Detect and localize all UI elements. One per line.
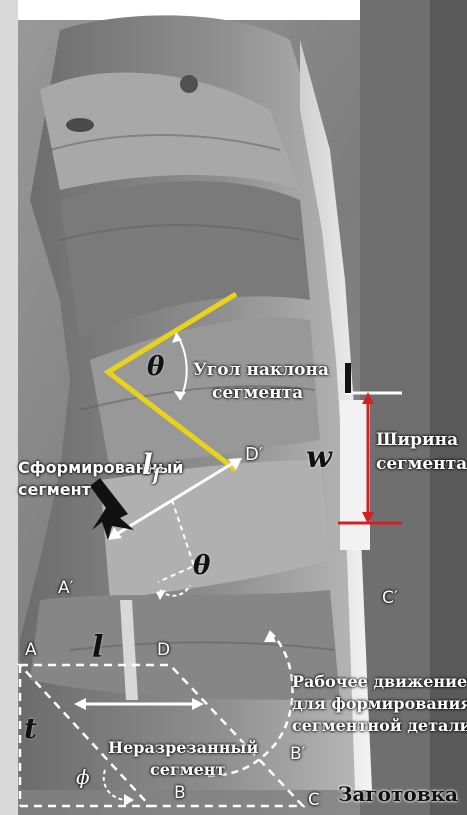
- workpiece-label: Заготовка: [338, 782, 458, 806]
- point-b: B: [174, 783, 186, 803]
- motion-label-line-2: для формирования: [292, 694, 467, 713]
- point-b-prime: B′: [290, 744, 306, 764]
- formed-segment-label-line-2: сегмент: [18, 480, 91, 499]
- point-c-prime: C′: [382, 588, 398, 608]
- motion-label-line-1: Рабочее движение: [292, 672, 467, 691]
- point-d-prime: D′: [245, 444, 263, 465]
- width-symbol: w: [306, 440, 332, 475]
- motion-label-line-3: сегментной детали: [292, 716, 467, 735]
- lf-symbol-f: f: [153, 465, 161, 486]
- angle-label-line-2: сегмента: [212, 383, 303, 403]
- lf-symbol-l: l: [142, 448, 153, 481]
- uncut-segment-label-line-1: Неразрезанный: [108, 738, 258, 757]
- point-a-prime: A′: [58, 578, 74, 598]
- uncut-segment-label-line-2: сегмент: [150, 760, 225, 779]
- lf-symbol: lf: [142, 448, 160, 486]
- width-label-line-1: Ширина: [376, 430, 458, 450]
- point-d: D: [157, 640, 170, 660]
- l-symbol: l: [92, 630, 103, 665]
- width-label-line-2: сегмента: [376, 454, 467, 474]
- point-c: C: [308, 790, 320, 810]
- theta-lower-symbol: θ: [193, 551, 210, 581]
- point-a: A: [25, 640, 37, 660]
- theta-upper-symbol: θ: [147, 352, 164, 382]
- angle-label-line-1: Угол наклона: [193, 360, 329, 380]
- phi-symbol: ϕ: [76, 765, 90, 789]
- t-symbol: t: [24, 712, 37, 745]
